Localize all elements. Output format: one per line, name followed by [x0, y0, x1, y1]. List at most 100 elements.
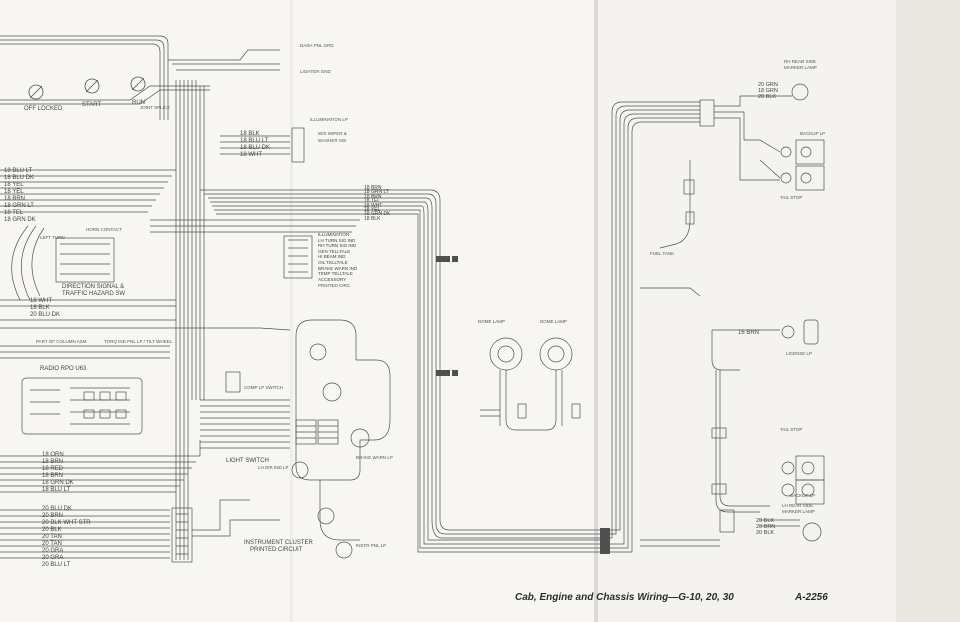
wire-label: 18 BLK — [240, 131, 260, 137]
license-wire-label: 16 BRN — [738, 330, 760, 336]
circuit-item: GEN TELLTALE — [318, 248, 351, 254]
wire-label: 18 BLU DK — [240, 145, 271, 151]
dome-lamp-2-label: DOME LAMP — [540, 319, 568, 324]
comp-lp-switch-label: COMP LP SWITCH — [244, 385, 284, 390]
wiper-label-1: W/S WIPER & — [318, 131, 347, 136]
wire-label: 20 BRN — [756, 524, 776, 530]
wiper-wire-list: 18 BLK 18 BLU LT 18 BLU DK 18 WHT — [240, 131, 270, 159]
tail-stop-1-label: TAIL STOP — [780, 195, 803, 200]
left-turn-label: LEFT TURN — [40, 235, 65, 240]
bottom-left-wire-list-2: 20 BLU DK 20 BRN 20 BLK WHT STR 20 BLK 2… — [42, 506, 91, 569]
wire-label: 20 TAN — [42, 534, 62, 540]
right-bottom-wire-list: 20 BLK 20 BRN 20 BLK — [756, 518, 775, 536]
wire-label: 20 BLK — [756, 518, 775, 524]
wire-label: 18 WHT — [364, 202, 383, 209]
wire-label: 18 TEL — [4, 210, 24, 216]
wire-label: 20 BLU DK — [42, 506, 73, 512]
left-top-wire-list: 18 BLU LT 18 BLU DK 18 YEL 18 YEL 18 BRN… — [4, 168, 36, 224]
horn-contact-label: HORN CONTACT — [86, 227, 122, 232]
wire-label: 18 BLU LT — [42, 487, 71, 493]
dash-pnl-grd-label: DASH PNL GRD — [300, 43, 334, 48]
lh-rear-side-label: LH REAR SIDE — [782, 503, 814, 508]
marker-lamp-2-label: MARKER LAMP — [782, 509, 815, 514]
wire-label: 18 YEL — [4, 189, 24, 195]
ignition-label-off: OFF LOCKED — [24, 106, 63, 112]
right-paper-panel — [596, 0, 896, 622]
wire-label: 18 BRN — [4, 196, 26, 202]
wire-label: 18 BLU LT — [4, 168, 33, 174]
wire-label: 20 GRA — [42, 555, 64, 561]
wire-label: 20 GRA — [42, 548, 64, 554]
instrument-cluster-label-1: INSTRUMENT CLUSTER — [244, 540, 313, 546]
wire-label: 20 BRN — [42, 513, 64, 519]
wire-label: 18 RED — [42, 466, 64, 472]
wire-label: 18 YEL — [364, 207, 381, 214]
wire-label: 18 BLU DK — [4, 175, 35, 181]
illumination-lp-label: ILLUMINATION LP — [310, 117, 348, 122]
dome-lamp-1-label: DOME LAMP — [478, 319, 506, 324]
wire-label: 18 WHT — [30, 298, 53, 304]
wire-label: 18 GRN LT — [364, 189, 389, 196]
wire-label: 18 BLU LT — [240, 138, 269, 144]
wire-label: 20 BLK WHT STR — [42, 520, 91, 526]
circuit-item: RH TURN SIG IND — [318, 243, 357, 249]
right-top-wire-list: 20 GRN 18 GRN 20 BLK — [758, 82, 778, 100]
circuit-item: ACCESSORY — [318, 276, 347, 282]
instr-pnl-lp-label: INSTR PNL LP — [356, 543, 387, 548]
wire-label: 18 GRN DK — [364, 211, 391, 218]
wire-label: 18 BRN — [42, 473, 64, 479]
rh-rear-side-label: RH REAR SIDE — [784, 59, 817, 64]
turn-signal-label-2: TRAFFIC HAZARD SW — [62, 291, 125, 297]
backup-lp-1-label: BACKUP LP — [800, 131, 826, 136]
wire-label: 18 BRN — [364, 193, 382, 200]
brake-warn-lp-label: BRAKE WARN LP — [356, 455, 393, 460]
wire-label: 18 YEL — [4, 182, 24, 188]
printed-circuit-list: ILLUMINATION LH TURN SIG IND RH TURN SIG… — [318, 232, 357, 282]
wire-label: 18 BLK — [364, 215, 381, 222]
wire-label: 18 BRN — [42, 459, 64, 465]
circuit-item: BRAKE WARN IND — [318, 265, 358, 271]
wire-label: 20 TAN — [42, 541, 62, 547]
tail-stop-2-label: TAIL STOP — [780, 427, 803, 432]
fuel-tank-label: FUEL TANK — [650, 251, 675, 256]
wire-label: 20 BLK — [758, 94, 777, 100]
circuit-item: ILLUMINATION — [318, 232, 350, 237]
circuit-item: TEMP TELLTALE — [318, 271, 353, 277]
wire-label: 20 BLK — [42, 527, 62, 533]
wire-label: 18 GRN DK — [4, 217, 36, 223]
lighter-gnd-label: LIGHTER GND — [300, 69, 331, 74]
wire-label: 20 BLK — [756, 530, 775, 536]
ignition-label-run: RUN — [132, 100, 145, 106]
circuit-item: HI BEAM IND — [318, 254, 346, 260]
wire-label: 18 GRN — [758, 88, 778, 94]
diagram-caption: Cab, Engine and Chassis Wiring—G-10, 20,… — [515, 592, 734, 603]
radio-label: RADIO RPO U63 — [40, 366, 87, 372]
wire-label: 18 BLK — [30, 305, 50, 311]
printed-circ-label: PRINTED CIRC. — [318, 283, 352, 288]
wire-label: 18 BRN — [364, 185, 382, 191]
instrument-cluster-label-2: PRINTED CIRCUIT — [250, 547, 303, 553]
backup-lp-2-label: BACKUP LP — [790, 493, 816, 498]
turn-signal-label-1: DIRECTION SIGNAL & — [62, 284, 125, 290]
center-wire-list: 18 BRN 18 GRN LT 18 BRN 18 TEL 18 WHT 18… — [364, 185, 391, 222]
circuit-item: OIL TELLTALE — [318, 259, 348, 265]
ignition-label-start: START — [82, 102, 102, 108]
circuit-item: LH TURN SIG IND — [318, 237, 356, 243]
wire-label: 18 TEL — [364, 198, 381, 205]
marker-lamp-label: MARKER LAMP — [784, 65, 817, 70]
wire-label: 20 GRN — [758, 82, 778, 88]
wiper-label-2: WASHER SW — [318, 138, 347, 143]
light-switch-label: LIGHT SWITCH — [226, 458, 269, 464]
license-lp-label: LICENSE LP — [786, 351, 813, 356]
part-of-column-label: PART OF COLUMN ASM — [36, 339, 87, 344]
lh-dir-ind-lp-label: LH DIR IND LP — [258, 465, 289, 470]
plate-number: A-2256 — [795, 592, 828, 603]
wire-label: 20 BLU DK — [30, 312, 61, 318]
wire-label: 18 GRN DK — [42, 480, 74, 486]
wire-label: 20 BLU LT — [42, 562, 71, 568]
joint-splice-label: JOINT SPLICE — [140, 105, 171, 110]
tilt-wheel-label: TORQ IND PNL LP / TILT WHEEL — [104, 339, 173, 344]
wire-label: 18 GRN LT — [4, 203, 34, 209]
wire-label: 18 ORN — [42, 452, 64, 458]
